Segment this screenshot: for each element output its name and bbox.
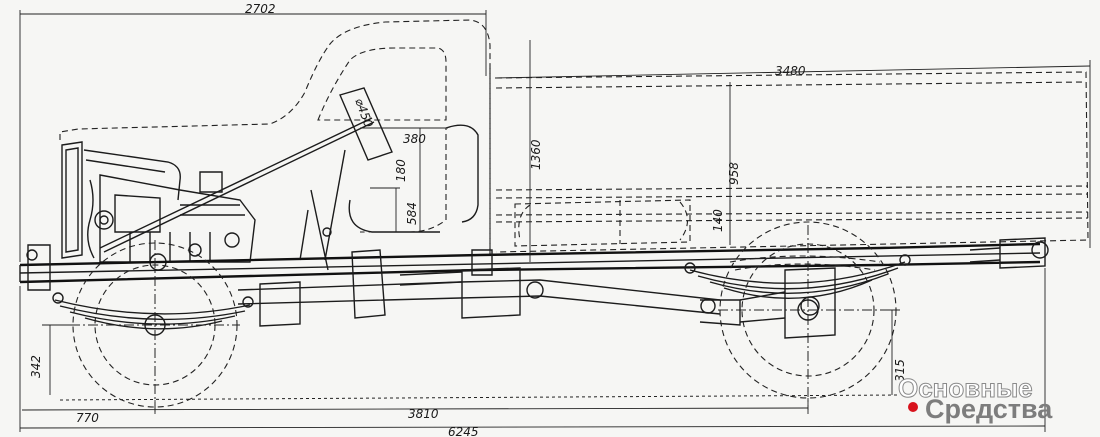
dim-steering-wheel: ⌀450 — [352, 96, 376, 129]
drive-shaft — [237, 249, 721, 327]
rear-axle-housing — [699, 267, 836, 339]
seat — [348, 124, 479, 233]
chassis-frame — [19, 237, 1049, 291]
spare-wheel-chain — [729, 255, 881, 271]
watermark-line1: Основные — [898, 373, 1033, 403]
steering-column — [99, 87, 393, 271]
dim-cab-length: 2702 — [245, 2, 276, 16]
dim-rear-wheel-radius: 315 — [893, 359, 907, 382]
engine-block — [61, 141, 256, 271]
dim-seat-height: 180 — [394, 159, 408, 182]
dimension-lines — [19, 10, 1091, 432]
dim-wheelbase: 3810 — [408, 407, 439, 421]
dim-seat-floor: 584 — [405, 202, 419, 225]
rear-leaf-spring — [684, 254, 911, 299]
cargo-body — [495, 71, 1089, 253]
dim-overall-length: 6245 — [448, 425, 479, 437]
watermark-dot — [908, 402, 918, 412]
dim-seat-depth: 380 — [403, 132, 426, 146]
watermark-logo: Основные Средства — [898, 373, 1054, 425]
dim-platform-side: 140 — [711, 209, 725, 232]
dim-front-overhang: 770 — [76, 411, 99, 425]
dim-rear-frame-height: 958 — [727, 162, 741, 185]
front-wheel — [70, 240, 240, 415]
dim-floor-height: 1360 — [529, 139, 543, 170]
watermark-line2: Средства — [925, 394, 1053, 424]
ground-line — [59, 394, 901, 401]
dim-front-wheel-radius: 342 — [29, 355, 43, 378]
dim-body-length: 3480 — [775, 64, 806, 78]
front-leaf-spring — [52, 292, 254, 330]
